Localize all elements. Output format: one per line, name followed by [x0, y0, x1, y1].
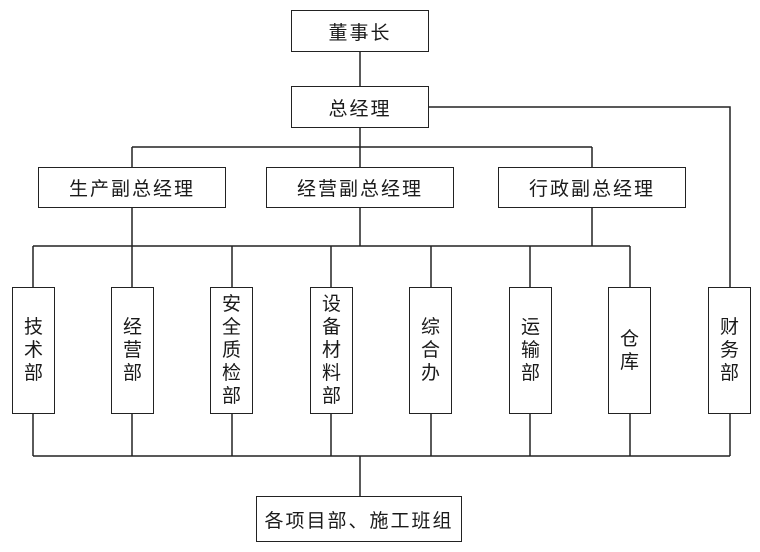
- dept-warehouse-box: 仓库: [608, 287, 651, 414]
- dept-equipment-label: 设备材料部: [321, 293, 341, 407]
- dept-technical-label: 技术部: [23, 316, 43, 384]
- dept-general-office-label: 综合办: [420, 316, 440, 384]
- dept-business-label: 经营部: [122, 316, 142, 384]
- vp-admin-label: 行政副总经理: [528, 178, 655, 200]
- general-manager-label: 总经理: [328, 97, 392, 120]
- dept-equipment-box: 设备材料部: [310, 287, 353, 414]
- chairman-label: 董事长: [328, 21, 392, 44]
- project-teams-box: 各项目部、施工班组: [256, 496, 462, 542]
- chairman-box: 董事长: [291, 10, 429, 52]
- dept-safety-qa-label: 安全质检部: [221, 293, 241, 407]
- dept-warehouse-label: 仓库: [619, 327, 639, 373]
- dept-general-office-box: 综合办: [409, 287, 452, 414]
- general-manager-box: 总经理: [291, 86, 429, 128]
- project-teams-label: 各项目部、施工班组: [264, 509, 454, 532]
- dept-safety-qa-box: 安全质检部: [210, 287, 253, 414]
- dept-finance-box: 财务部: [708, 287, 751, 414]
- dept-finance-label: 财务部: [719, 316, 739, 384]
- vp-production-label: 生产副总经理: [68, 178, 195, 200]
- dept-transport-label: 运输部: [520, 316, 540, 384]
- line-gm-finance: [429, 106, 731, 287]
- vp-business-box: 经营副总经理: [266, 167, 454, 208]
- vp-business-label: 经营副总经理: [296, 178, 423, 200]
- dept-technical-box: 技术部: [12, 287, 55, 414]
- dept-business-box: 经营部: [111, 287, 154, 414]
- dept-transport-box: 运输部: [509, 287, 552, 414]
- vp-admin-box: 行政副总经理: [498, 167, 686, 208]
- vp-production-box: 生产副总经理: [38, 167, 226, 208]
